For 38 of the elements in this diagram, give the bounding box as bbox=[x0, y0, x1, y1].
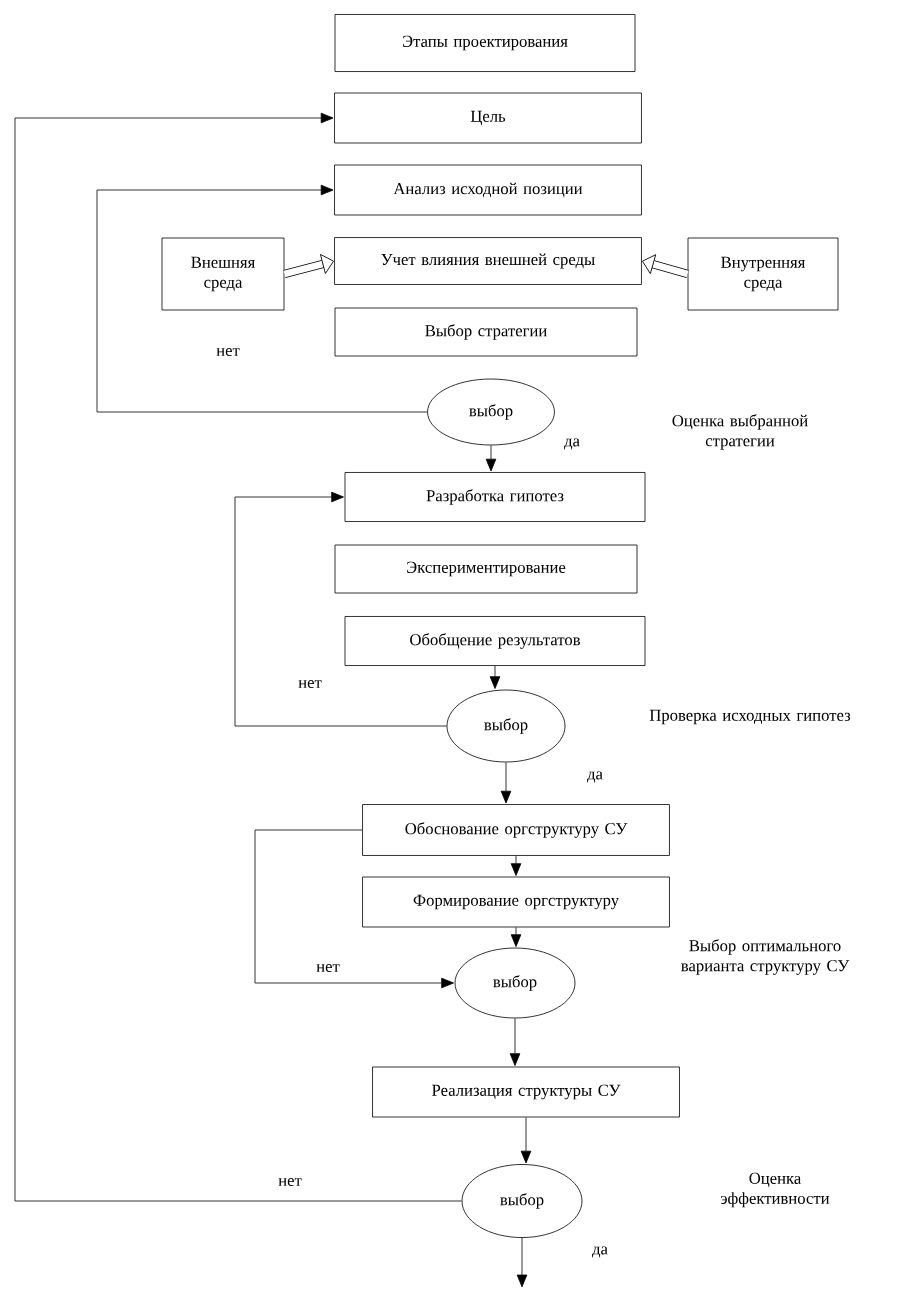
edge-label: да bbox=[585, 770, 605, 784]
edge-label: да bbox=[562, 437, 582, 451]
note-text: Оценка выбранной стратегии bbox=[672, 414, 808, 450]
arrow bbox=[283, 254, 334, 278]
arrow bbox=[510, 927, 522, 947]
note-text: Оценка эффективности bbox=[721, 1172, 830, 1208]
arrow bbox=[500, 762, 512, 804]
edge-label: да bbox=[590, 1245, 610, 1259]
process-box: Внутренняя среда bbox=[687, 237, 839, 311]
process-box: Внешняя среда bbox=[161, 237, 285, 311]
process-box: Экспериментирование bbox=[334, 544, 638, 594]
arrow bbox=[510, 855, 522, 876]
edge-label: нет bbox=[276, 1176, 304, 1188]
arrow bbox=[489, 665, 501, 689]
process-box: Формирование оргструктуру bbox=[362, 876, 670, 928]
arrow bbox=[14, 112, 462, 1202]
arrow bbox=[642, 254, 689, 278]
process-box: Реализация структуры СУ bbox=[372, 1066, 680, 1118]
arrow bbox=[234, 491, 447, 727]
edge-label: нет bbox=[296, 678, 324, 690]
arrow bbox=[520, 1117, 532, 1164]
note-text: Выбор оптимального варианта структуру СУ bbox=[681, 939, 850, 975]
process-box: Выбор стратегии bbox=[334, 307, 638, 357]
process-box: Цель bbox=[334, 92, 642, 144]
process-box: Этапы проектирования bbox=[334, 14, 636, 72]
process-box: Анализ исходной позиции bbox=[334, 164, 642, 216]
arrow bbox=[254, 829, 454, 989]
process-box: Учет влияния внешней среды bbox=[334, 237, 642, 285]
note-text: Проверка исходных гипотез bbox=[649, 709, 851, 725]
process-box: Обоснование оргструктуру СУ bbox=[362, 804, 670, 856]
arrow bbox=[485, 445, 497, 472]
arrow bbox=[516, 1237, 528, 1288]
edge-label: нет bbox=[314, 962, 342, 974]
arrow bbox=[509, 1018, 521, 1066]
edge-label: нет bbox=[214, 346, 242, 358]
process-box: Обобщение результатов bbox=[344, 616, 646, 666]
process-box: Разработка гипотез bbox=[344, 472, 646, 522]
arrow bbox=[96, 184, 428, 413]
